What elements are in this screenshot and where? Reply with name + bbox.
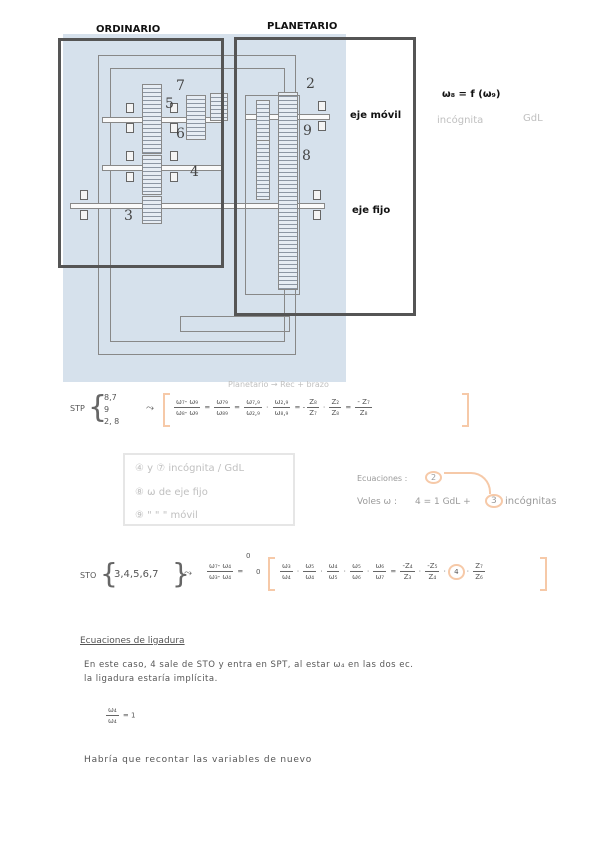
voles-count: 3: [485, 494, 503, 508]
gear-label-8: 8: [302, 148, 311, 164]
bearing: [313, 210, 321, 220]
bearing: [170, 103, 178, 113]
ligadura-heading: Ecuaciones de ligadura: [80, 636, 185, 646]
gear-4: [142, 155, 162, 195]
sto-label: STO: [80, 571, 97, 580]
stp-label: STP: [70, 404, 85, 413]
label-eje-movil: eje móvil: [350, 110, 402, 121]
sto-brace-close: }: [172, 557, 190, 590]
title-ordinario: ORDINARIO: [96, 24, 161, 35]
sto-sup-0b: 0: [256, 568, 261, 576]
box-line-1: ④ y ⑦ incógnita / GdL: [135, 463, 245, 474]
gear-label-5: 5: [165, 96, 174, 112]
gear-label-3: 3: [124, 208, 133, 224]
stp-item-1: 8,7: [104, 393, 117, 402]
box-line-3: ⑨ " " " móvil: [135, 510, 198, 521]
stp-bracket-left: [163, 393, 170, 427]
bearing: [318, 121, 326, 131]
bearing: [126, 151, 134, 161]
voles-label: Voles ω :: [357, 497, 397, 507]
gear-5: [142, 84, 162, 154]
gear-3: [142, 196, 162, 224]
bearing: [170, 151, 178, 161]
sto-bracket-left: [268, 557, 275, 591]
bearing: [318, 101, 326, 111]
ligadura-footer: Habría que recontar las variables de nue…: [84, 755, 313, 765]
ligadura-text-1: En este caso, 4 sale de STO y entra en S…: [84, 660, 414, 670]
sto-brace-open: {: [100, 557, 118, 590]
bearing: [170, 172, 178, 182]
bearing: [126, 103, 134, 113]
return-channel: [180, 316, 290, 332]
gear-label-9: 9: [303, 123, 312, 139]
box-line-2: ⑧ ω de eje fijo: [135, 487, 208, 498]
ordinario-frame: [58, 38, 224, 268]
label-incognita: incógnita: [437, 115, 484, 126]
planetario-frame: [234, 37, 416, 316]
gear-label-4: 4: [190, 164, 199, 180]
sto-arrow: ⤳: [184, 568, 192, 579]
formula-w8-f-w9: ω₈ = f (ω₉): [442, 89, 501, 100]
gear-6: [186, 95, 206, 140]
label-gdl: GdL: [523, 113, 543, 124]
sto-sup-0a: 0: [246, 552, 251, 560]
bearing: [313, 190, 321, 200]
arm-carrier: [245, 95, 300, 295]
bearing: [170, 123, 178, 133]
bearing: [80, 190, 88, 200]
gear-label-6: 6: [176, 126, 185, 142]
voles-expr: 4 = 1 GdL +: [415, 497, 471, 507]
stp-arrow: ⤳: [146, 403, 154, 414]
voles-suffix: incógnitas: [505, 496, 557, 507]
gear-8: [278, 92, 298, 290]
stp-bracket-right: [462, 393, 469, 427]
gear-label-7: 7: [176, 78, 185, 94]
ecuaciones-count: 2: [425, 471, 443, 484]
stp-item-3: 2, 8: [104, 417, 120, 426]
title-planetario: PLANETARIO: [267, 21, 338, 32]
ligadura-text-2: la ligadura estaría implícita.: [84, 674, 218, 684]
ecuaciones-label: Ecuaciones :: [357, 474, 408, 483]
sto-bracket-right: [540, 557, 547, 591]
label-eje-fijo: eje fijo: [352, 205, 391, 216]
stp-item-2: 9: [104, 405, 110, 414]
stp-brace: {: [88, 390, 108, 425]
bearing: [80, 210, 88, 220]
stp-annotation: Planetario → Rec + brazo: [228, 380, 329, 389]
gear-9b: [256, 140, 270, 200]
gear-label-2: 2: [306, 76, 315, 92]
sto-items: 3,4,5,6,7: [114, 569, 159, 580]
bearing: [126, 123, 134, 133]
bearing: [126, 172, 134, 182]
shaft-lower: [70, 203, 325, 209]
link-arc: [444, 472, 491, 494]
unknowns-box: [123, 453, 295, 526]
